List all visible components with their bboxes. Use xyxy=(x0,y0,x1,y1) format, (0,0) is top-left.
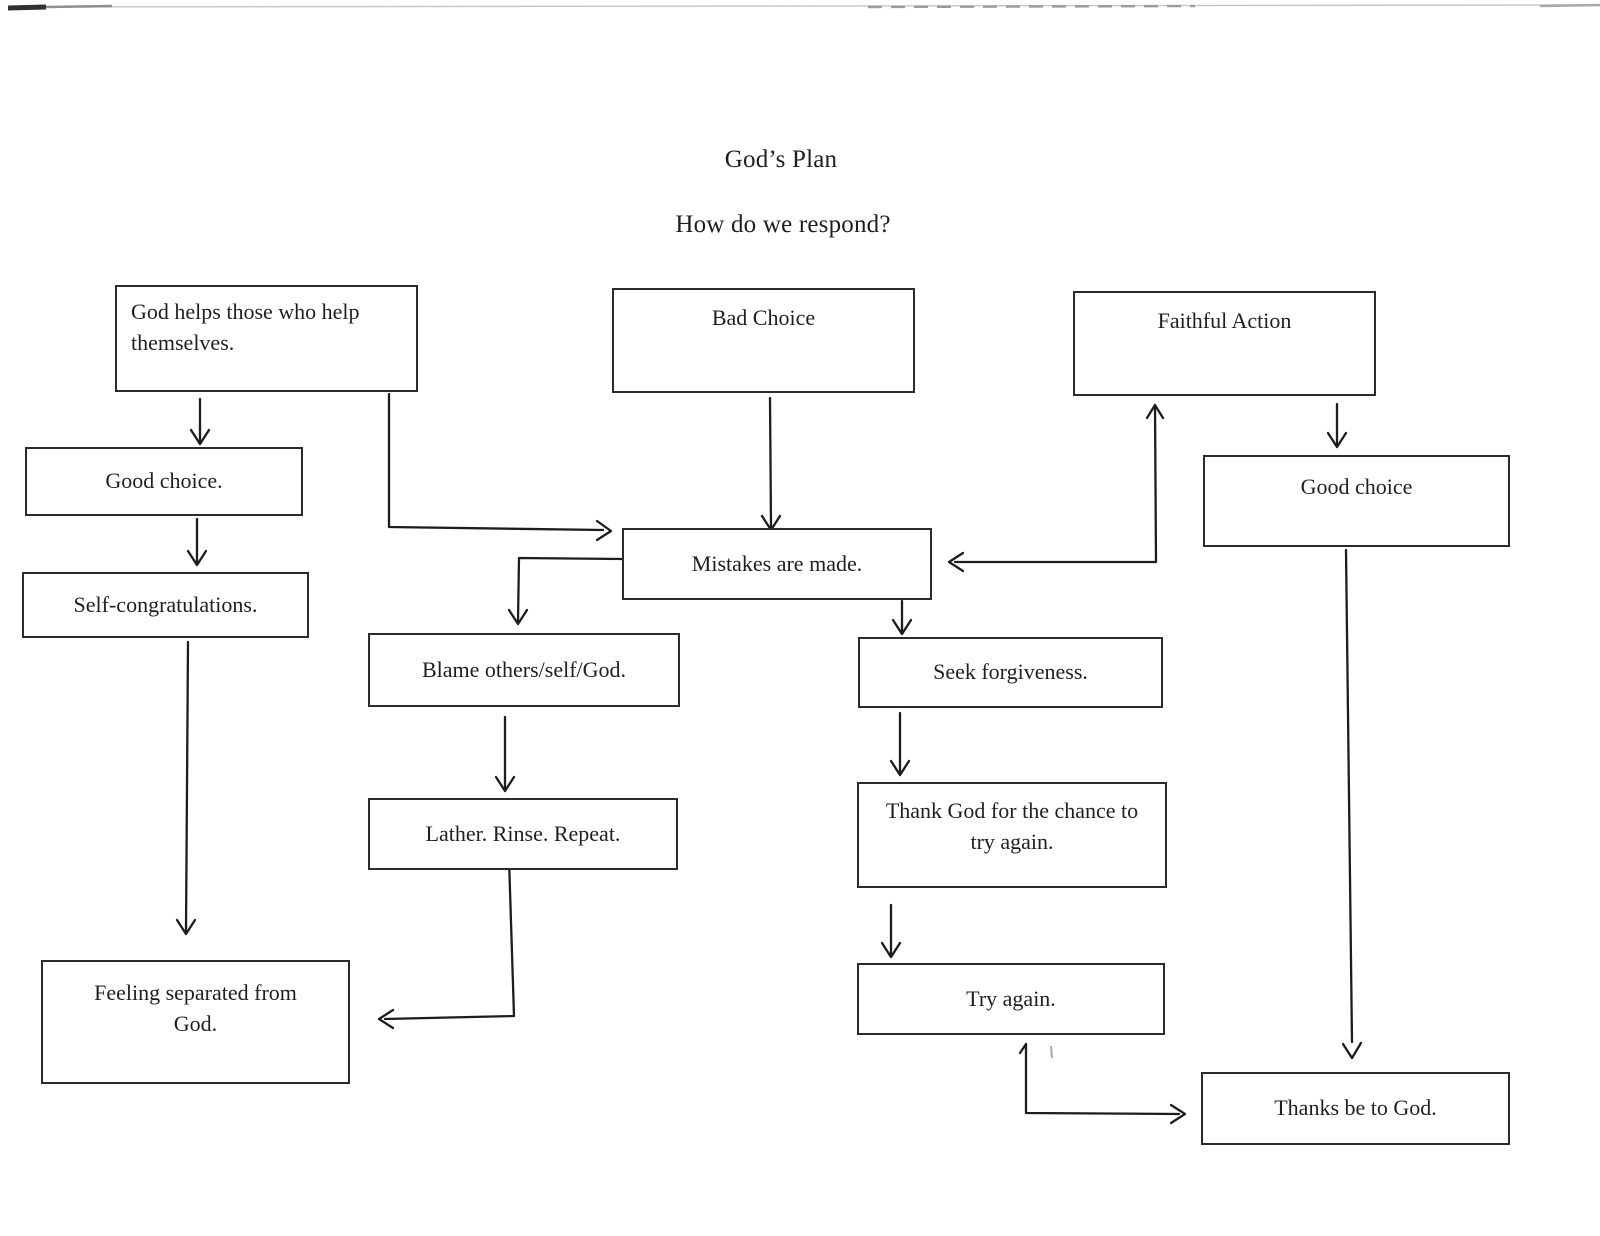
scan-artifact-top-edge xyxy=(7,3,1600,1059)
arrow-thankgod-to-tryagain xyxy=(880,903,902,959)
arrow-goodchoice-to-selfcongrats xyxy=(186,517,208,567)
node-seek-forgiveness: Seek forgiveness. xyxy=(858,637,1163,708)
arrow-mistakes-to-seek xyxy=(891,599,913,636)
node-lather-rinse-repeat: Lather. Rinse. Repeat. xyxy=(368,798,678,870)
arrow-seek-to-thankgod xyxy=(889,711,911,777)
arrow-goodchoice-to-thanks xyxy=(1341,548,1363,1060)
arrow-lather-to-separated xyxy=(377,857,516,1030)
arrow-mistakes-to-blame xyxy=(507,556,624,626)
node-try-again: Try again. xyxy=(857,963,1165,1035)
node-thank-god: Thank God for the chance to try again. xyxy=(857,782,1167,888)
node-faithful-action: Faithful Action xyxy=(1073,291,1376,396)
node-good-choice-left: Good choice. xyxy=(25,447,303,516)
arrow-godhelps-to-goodchoice xyxy=(189,397,211,446)
page-subtitle: How do we respond? xyxy=(675,211,891,238)
arrow-blame-to-lather xyxy=(494,715,516,793)
node-self-congratulations: Self-congratulations. xyxy=(22,572,309,638)
arrow-godhelps-to-mistakes xyxy=(387,392,613,542)
node-mistakes-are-made: Mistakes are made. xyxy=(622,528,932,600)
node-good-choice-right: Good choice xyxy=(1203,455,1510,547)
arrow-badchoice-to-mistakes xyxy=(760,396,782,532)
arrow-faithful-mistakes-double xyxy=(947,403,1165,573)
node-god-helps: God helps those who help themselves. xyxy=(115,285,418,392)
page-title: God’s Plan xyxy=(724,146,838,173)
arrow-tryagain-to-thanks xyxy=(1018,1042,1187,1125)
node-blame: Blame others/self/God. xyxy=(368,633,680,707)
arrow-faithful-to-goodchoice xyxy=(1326,402,1348,449)
node-bad-choice: Bad Choice xyxy=(612,288,915,393)
arrow-selfcongrats-to-separated xyxy=(175,640,197,936)
node-thanks-be-to-god: Thanks be to God. xyxy=(1201,1072,1510,1145)
node-feeling-separated: Feeling separated from God. xyxy=(41,960,350,1084)
